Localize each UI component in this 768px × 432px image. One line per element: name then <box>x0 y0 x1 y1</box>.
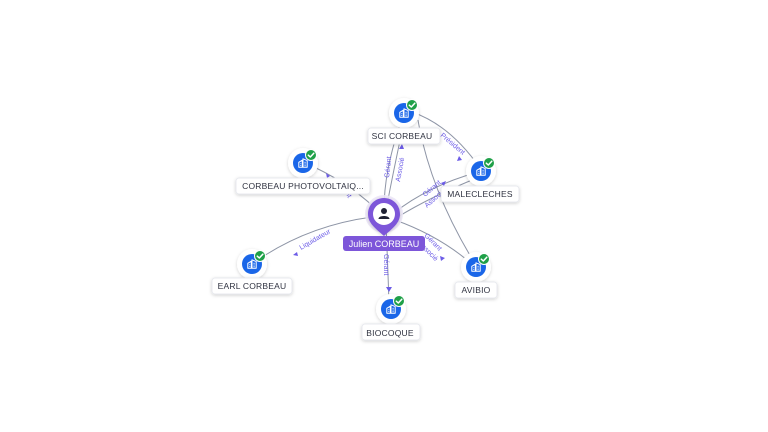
arrow-sci <box>399 144 404 149</box>
arrow-bio <box>386 287 392 292</box>
check-badge-icon <box>406 99 418 111</box>
arrow-male <box>441 181 446 186</box>
company-node-photovoltaique[interactable]: CORBEAU PHOTOVOLTAIQ... <box>235 148 371 195</box>
check-badge-icon <box>305 149 317 161</box>
arrow-photo <box>326 173 330 178</box>
company-name: MALECLECHES <box>447 189 513 199</box>
edge-label-sci-gerant: Gérant <box>384 156 393 178</box>
person-node[interactable]: Julien CORBEAU <box>343 195 425 251</box>
edge-label-sci-associe: Associé <box>395 157 406 182</box>
company-name: SCI CORBEAU <box>372 131 433 141</box>
company-node-avibio[interactable]: AVIBIO <box>454 252 498 299</box>
edge-label-bio-gerant: Gérant <box>382 254 389 275</box>
person-name: Julien CORBEAU <box>349 239 420 249</box>
company-name: AVIBIO <box>462 285 491 295</box>
check-badge-icon <box>254 250 266 262</box>
check-badge-icon <box>483 157 495 169</box>
arrow-avibio <box>440 256 445 261</box>
company-node-sci[interactable]: SCI CORBEAU <box>367 98 441 145</box>
check-badge-icon <box>478 253 490 265</box>
company-node-earl[interactable]: EARL CORBEAU <box>211 249 293 295</box>
company-name: BIOCOQUE <box>366 328 414 338</box>
arrow-earl <box>293 252 298 256</box>
edge-to-male-2 <box>395 177 478 219</box>
company-name: CORBEAU PHOTOVOLTAIQ... <box>242 181 364 191</box>
person-icon <box>378 208 390 219</box>
company-node-biocoque[interactable]: BIOCOQUE <box>361 294 421 341</box>
edge-label-earl-liquidateur: Liquidateur <box>299 228 333 252</box>
check-badge-icon <box>393 295 405 307</box>
company-node-malecleches[interactable]: MALECLECHES <box>440 156 520 203</box>
arrow-sci-male <box>457 156 462 161</box>
company-name: EARL CORBEAU <box>218 281 287 291</box>
